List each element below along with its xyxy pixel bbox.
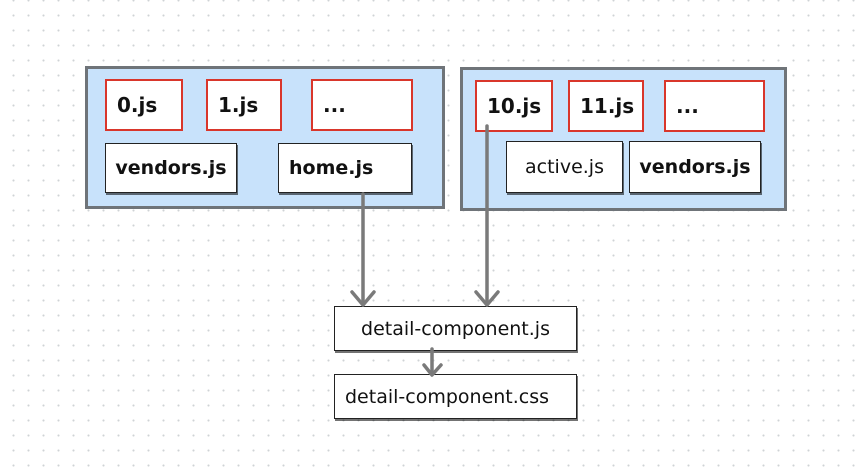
chunk-11-js: 11.js: [568, 80, 644, 132]
chunk-10-js: 10.js: [475, 80, 553, 132]
chunk-1-js: 1.js: [206, 79, 282, 131]
chunk-ellipsis-left: ...: [311, 79, 413, 131]
arrowhead-10js: [474, 290, 500, 307]
file-active-js: active.js: [506, 141, 623, 193]
chunk-ellipsis-right: ...: [664, 80, 765, 132]
output-detail-component-js: detail-component.js: [334, 306, 577, 351]
chunk-0-js: 0.js: [105, 79, 183, 131]
arrowhead-home: [350, 290, 376, 307]
file-home-js: home.js: [278, 143, 412, 193]
file-vendors-js-right: vendors.js: [629, 141, 761, 193]
output-detail-component-css: detail-component.css: [334, 374, 577, 419]
file-vendors-js-left: vendors.js: [105, 143, 237, 193]
